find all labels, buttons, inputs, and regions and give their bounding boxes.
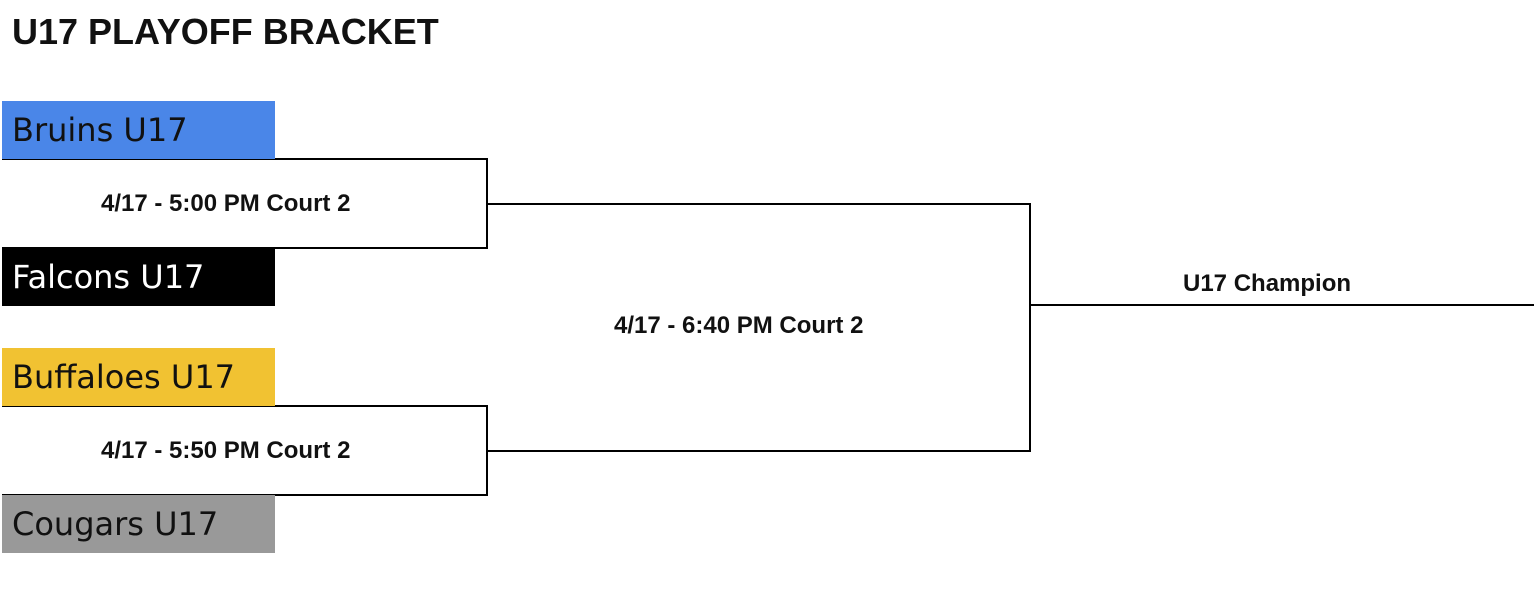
team-slot-falcons: Falcons U17 xyxy=(2,248,275,306)
team-slot-bruins: Bruins U17 xyxy=(2,101,275,159)
bracket-title: U17 PLAYOFF BRACKET xyxy=(12,11,439,52)
semifinal-2-schedule: 4/17 - 5:50 PM Court 2 xyxy=(101,437,351,464)
team-slot-buffaloes: Buffaloes U17 xyxy=(2,348,275,406)
semifinal-1-schedule: 4/17 - 5:00 PM Court 2 xyxy=(101,190,351,217)
final-schedule: 4/17 - 6:40 PM Court 2 xyxy=(614,312,864,339)
team-name: Falcons U17 xyxy=(12,258,205,296)
team-slot-cougars: Cougars U17 xyxy=(2,495,275,553)
team-name: Cougars U17 xyxy=(12,505,219,543)
champion-label: U17 Champion xyxy=(1183,270,1352,297)
team-name: Bruins U17 xyxy=(12,111,188,149)
final-connector xyxy=(487,203,1031,452)
team-name: Buffaloes U17 xyxy=(12,358,236,396)
